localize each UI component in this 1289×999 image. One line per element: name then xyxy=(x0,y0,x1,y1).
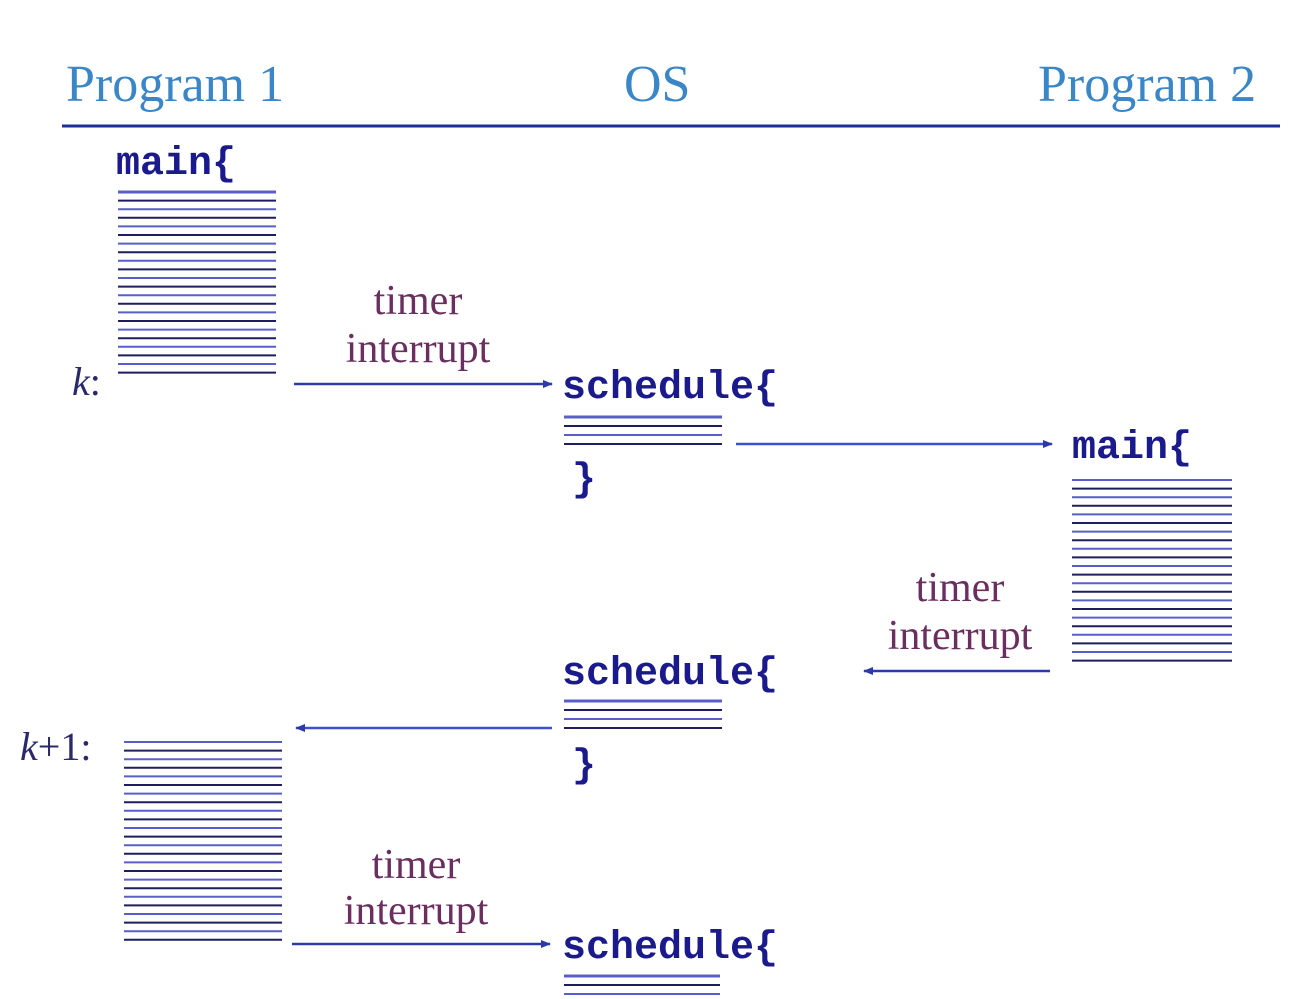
os-code-block-2 xyxy=(564,699,722,729)
os-schedule-label-3: schedule{ xyxy=(562,926,778,971)
os-code-block-1 xyxy=(564,415,722,445)
timer-label-3: timer xyxy=(372,842,461,888)
program2-main-label: main{ xyxy=(1072,426,1192,471)
program1-code-block-2 xyxy=(124,741,282,941)
os-close-brace-1: } xyxy=(572,458,596,503)
interrupt-label-1: interrupt xyxy=(346,326,491,372)
header-program-2: Program 2 xyxy=(1038,56,1256,113)
timer-label-2: timer xyxy=(916,565,1005,611)
interrupt-label-3: interrupt xyxy=(344,888,489,934)
interrupt-label-2: interrupt xyxy=(888,613,1033,659)
program1-code-block-1 xyxy=(118,190,276,374)
program2-code-block xyxy=(1072,479,1232,662)
os-schedule-label-1: schedule{ xyxy=(562,366,778,411)
header-program-1: Program 1 xyxy=(66,56,284,113)
timer-label-1: timer xyxy=(374,278,463,324)
program1-main-label: main{ xyxy=(116,142,236,187)
os-close-brace-2: } xyxy=(572,744,596,789)
marker-k-plus-1: k+1: xyxy=(20,724,91,769)
os-code-block-3 xyxy=(564,974,720,995)
header-os: OS xyxy=(624,56,690,113)
marker-k: k: xyxy=(72,359,101,404)
os-schedule-label-2: schedule{ xyxy=(562,652,778,697)
